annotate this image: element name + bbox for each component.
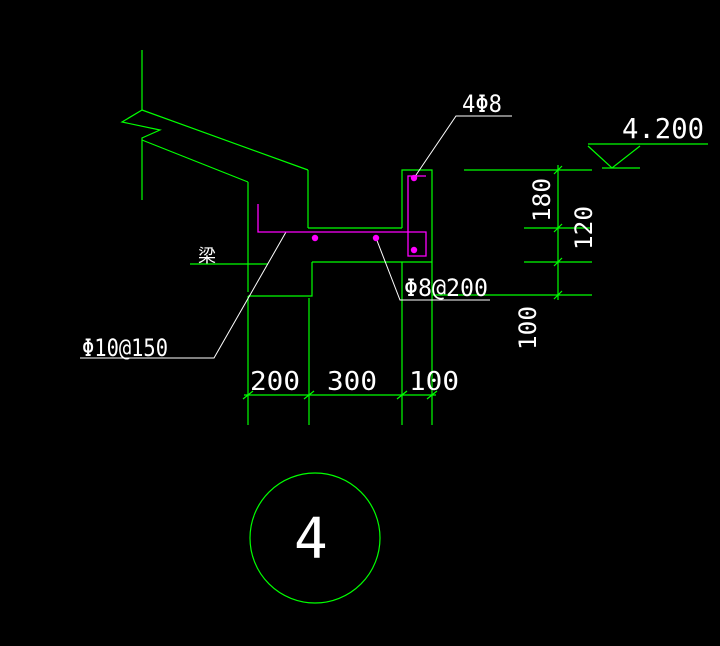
rebar-dot — [311, 234, 319, 242]
detail-number-circle — [249, 472, 381, 604]
leader-lines — [80, 115, 512, 359]
slab-rebar-leader — [80, 231, 287, 359]
right-upstand — [401, 169, 433, 262]
beam-mark-label: 梁 — [198, 246, 216, 267]
slope-bottom-line — [141, 139, 249, 183]
h-dim-tick-3 — [396, 390, 408, 400]
slab-bar — [257, 175, 427, 257]
stirrup-leader — [375, 237, 490, 301]
slab-rebar-label: Φ10@150 — [82, 334, 168, 362]
top-rebar-leader — [413, 115, 512, 179]
h-dim-tick-4 — [426, 390, 438, 400]
concrete-outline — [120, 50, 708, 604]
h-dim-tick-2 — [303, 390, 315, 400]
v-dim-label-3: 100 — [514, 306, 542, 350]
rebar-layer — [257, 175, 427, 257]
detail-number: 4 — [294, 507, 328, 572]
v-dim-label-1: 180 — [528, 178, 556, 222]
wall-break-line — [120, 50, 162, 200]
rebar-dot — [410, 246, 418, 254]
elevation-marker — [587, 145, 641, 169]
h-dim-label-2: 300 — [327, 367, 377, 397]
elevation-label: 4.200 — [622, 112, 704, 145]
v-dim-tick-2 — [553, 223, 563, 233]
v-dim-tick-3 — [553, 257, 563, 267]
v-dim-label-2: 120 — [570, 206, 598, 250]
stirrup-label: Φ8@200 — [404, 274, 488, 302]
h-dim-tick-1 — [242, 390, 254, 400]
rebar-dot — [410, 174, 418, 182]
h-dim-label-3: 100 — [409, 367, 459, 397]
top-rebar-label: 4Φ8 — [462, 90, 502, 118]
slab-step — [248, 262, 313, 297]
v-dim-tick-4 — [553, 290, 563, 300]
rebar-dot — [372, 234, 380, 242]
slope-top-line — [141, 109, 309, 171]
v-dim-tick-1 — [553, 165, 563, 175]
rebar-dots — [311, 174, 418, 254]
h-dim-label-1: 200 — [250, 367, 300, 397]
